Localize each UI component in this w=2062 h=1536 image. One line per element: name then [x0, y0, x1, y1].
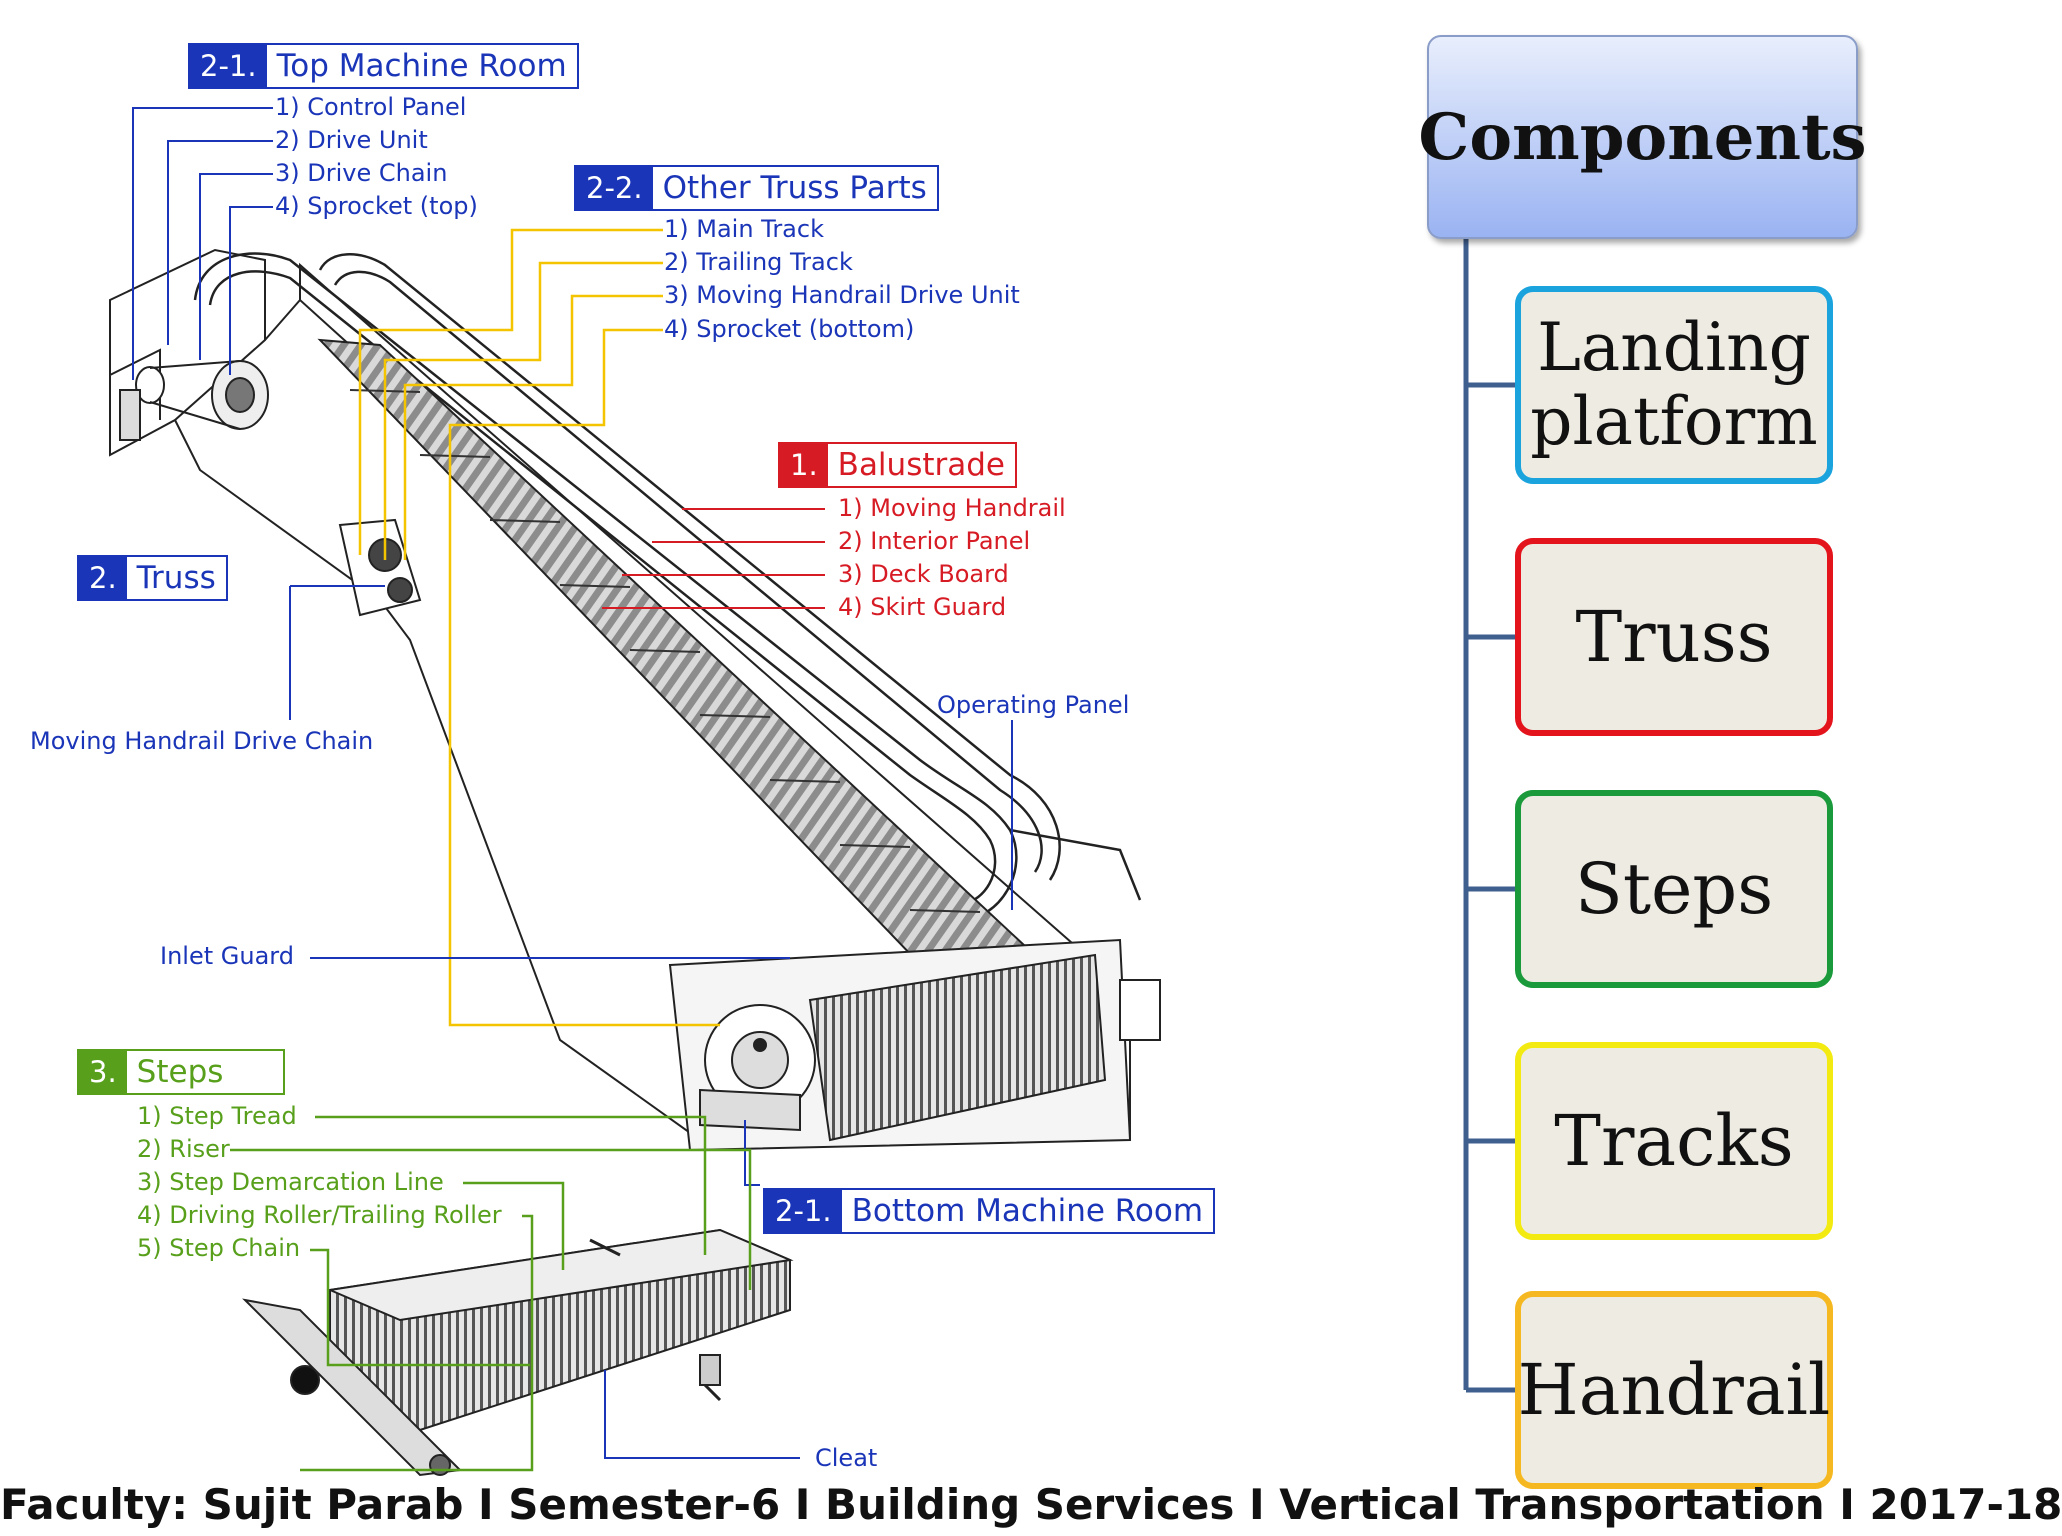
steps-title: Steps — [136, 1054, 224, 1090]
balustrade-header: 1. Balustrade — [778, 442, 1017, 488]
component-handrail: Handrail — [1515, 1291, 1833, 1489]
top-machine-room-item: 2) Drive Unit — [275, 126, 428, 154]
balustrade-item: 4) Skirt Guard — [838, 593, 1007, 621]
truss-part-item: 1) Main Track — [664, 215, 824, 243]
moving-handrail-drive-chain-label: Moving Handrail Drive Chain — [30, 727, 374, 755]
bottom-machine-room-num: 2-1. — [765, 1190, 842, 1232]
balustrade-leaders — [602, 508, 825, 609]
bottom-machine-room-drawing — [668, 938, 1161, 1152]
components-root: Components — [1418, 35, 1867, 239]
steps-item: 5) Step Chain — [137, 1234, 301, 1262]
truss-num: 2. — [79, 557, 127, 599]
top-machine-room-drawing — [109, 248, 269, 457]
component-steps: Steps — [1515, 790, 1833, 988]
balustrade-item: 3) Deck Board — [838, 560, 1009, 588]
bottom-machine-room-title: Bottom Machine Room — [851, 1193, 1204, 1229]
component-truss: Truss — [1515, 538, 1833, 736]
top-machine-room-leaders — [132, 107, 273, 380]
top-machine-room-item: 1) Control Panel — [275, 93, 467, 121]
other-truss-parts-title: Other Truss Parts — [662, 170, 927, 206]
other-truss-parts-header: 2-2. Other Truss Parts — [574, 165, 939, 211]
top-machine-room-header: 2-1. Top Machine Room — [188, 43, 579, 89]
top-machine-room-item: 4) Sprocket (top) — [275, 192, 478, 220]
steps-item: 1) Step Tread — [137, 1102, 297, 1130]
truss-header: 2. Truss — [77, 555, 228, 601]
steps-item: 2) Riser — [137, 1135, 230, 1163]
steps-header: 3. Steps — [77, 1049, 286, 1095]
steps-item: 3) Step Demarcation Line — [137, 1168, 444, 1196]
balustrade-num: 1. — [780, 444, 828, 486]
step-assembly-drawing — [242, 1228, 794, 1477]
operating-panel-label: Operating Panel — [937, 691, 1130, 719]
truss-parts-leaders — [358, 228, 720, 1027]
steps-leaders — [230, 1115, 752, 1472]
top-machine-room-title: Top Machine Room — [276, 48, 567, 84]
truss-title: Truss — [136, 560, 216, 596]
truss-part-item: 4) Sprocket (bottom) — [664, 315, 915, 343]
component-landing-platform: Landing platform — [1515, 286, 1833, 484]
steps-item: 4) Driving Roller/Trailing Roller — [137, 1201, 502, 1229]
misc-blue-leaders — [289, 585, 1013, 1459]
escalator-illustration — [109, 107, 1161, 1477]
bottom-machine-room-header: 2-1. Bottom Machine Room — [763, 1188, 1216, 1234]
top-machine-room-item: 3) Drive Chain — [275, 159, 448, 187]
balustrade-item: 1) Moving Handrail — [838, 494, 1066, 522]
top-machine-room-num: 2-1. — [190, 45, 267, 87]
tree-connectors — [1463, 235, 1515, 1393]
steps-num: 3. — [79, 1051, 127, 1093]
inlet-guard-label: Inlet Guard — [160, 942, 294, 970]
other-truss-parts-num: 2-2. — [576, 167, 653, 209]
balustrade-item: 2) Interior Panel — [838, 527, 1031, 555]
truss-part-item: 2) Trailing Track — [664, 248, 853, 276]
cleat-label: Cleat — [815, 1444, 878, 1472]
component-tracks: Tracks — [1515, 1042, 1833, 1240]
footer-credits: Faculty: Sujit Parab I Semester-6 I Buil… — [0, 1480, 2062, 1529]
balustrade-title: Balustrade — [837, 447, 1005, 483]
truss-part-item: 3) Moving Handrail Drive Unit — [664, 281, 1020, 309]
